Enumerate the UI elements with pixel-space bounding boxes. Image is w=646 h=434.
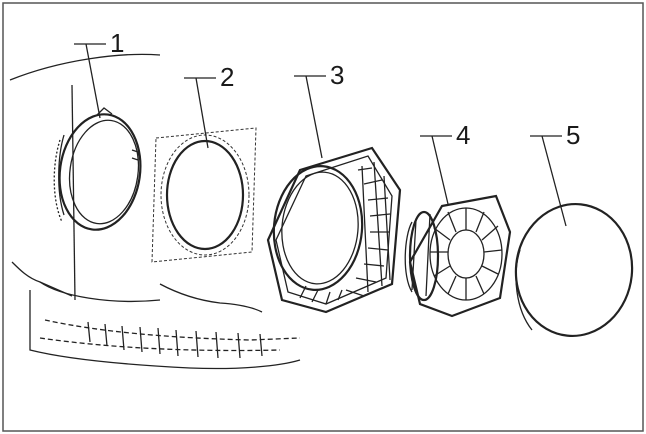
callout-4: 4 xyxy=(456,120,470,150)
door-panel xyxy=(9,53,301,370)
callout-5: 5 xyxy=(566,120,580,150)
leader-lines xyxy=(74,43,567,227)
callout-1: 1 xyxy=(110,28,124,58)
part-4-speaker xyxy=(404,194,512,318)
part-2-gasket xyxy=(151,127,257,263)
callout-2: 2 xyxy=(220,62,234,92)
part-5-cover-cap xyxy=(514,202,634,338)
callout-3: 3 xyxy=(330,60,344,90)
part-1-mounting-ring xyxy=(53,107,142,231)
part-3-speaker-bracket xyxy=(266,146,402,314)
